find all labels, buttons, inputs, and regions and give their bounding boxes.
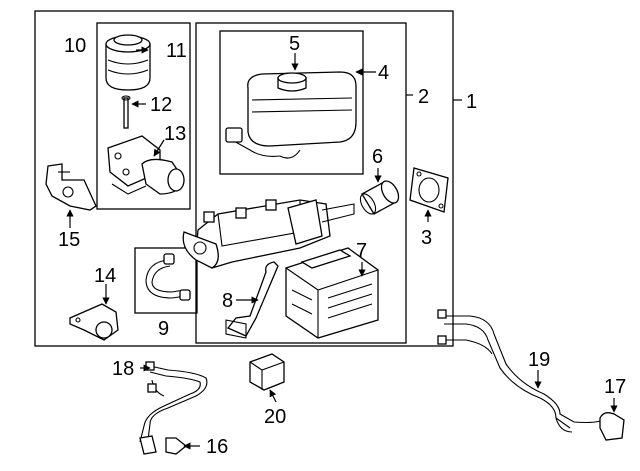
callout-1: 1 (466, 91, 477, 113)
master-cylinder-frame (195, 22, 407, 344)
callout-18: 18 (112, 358, 134, 380)
callout-9: 9 (158, 318, 169, 340)
reservoir-frame (219, 30, 364, 175)
callout-10: 10 (64, 35, 86, 57)
callout-14: 14 (94, 265, 116, 287)
pump-reservoir (105, 34, 151, 91)
callout-17: 17 (604, 376, 626, 398)
callout-13: 13 (164, 123, 186, 145)
pump-pipe (121, 95, 131, 129)
callout-19: 19 (528, 349, 550, 371)
callout-12: 12 (150, 94, 172, 116)
pump-subassembly-frame (96, 22, 191, 210)
sensor-bracket (45, 163, 97, 211)
switch-sensor (249, 353, 285, 391)
brake-reservoir (225, 71, 357, 159)
callout-15: 15 (58, 229, 80, 251)
callout-2: 2 (418, 86, 429, 108)
callout-3: 3 (421, 227, 432, 249)
callout-7: 7 (356, 240, 367, 262)
callout-16: 16 (206, 436, 228, 458)
callout-8: 8 (222, 290, 233, 312)
callout-4: 4 (378, 62, 389, 84)
brake-hose (145, 253, 191, 301)
pump-motor (107, 135, 185, 195)
callout-6: 6 (372, 146, 383, 168)
wire-harness-right (437, 309, 625, 441)
callout-5: 5 (289, 33, 300, 55)
actuator-module (285, 247, 379, 339)
mounting-bracket (225, 261, 279, 339)
pressure-sensor (69, 303, 119, 341)
gasket-plate (409, 167, 449, 213)
hose-frame (134, 247, 198, 314)
wire-harness-left (139, 361, 208, 455)
boot-seal (359, 180, 400, 215)
callout-11: 11 (166, 40, 187, 62)
leader-lines (66, 46, 618, 450)
callout-20: 20 (264, 406, 286, 428)
assembly-frame-outer (34, 10, 454, 347)
master-cylinder (182, 199, 355, 269)
